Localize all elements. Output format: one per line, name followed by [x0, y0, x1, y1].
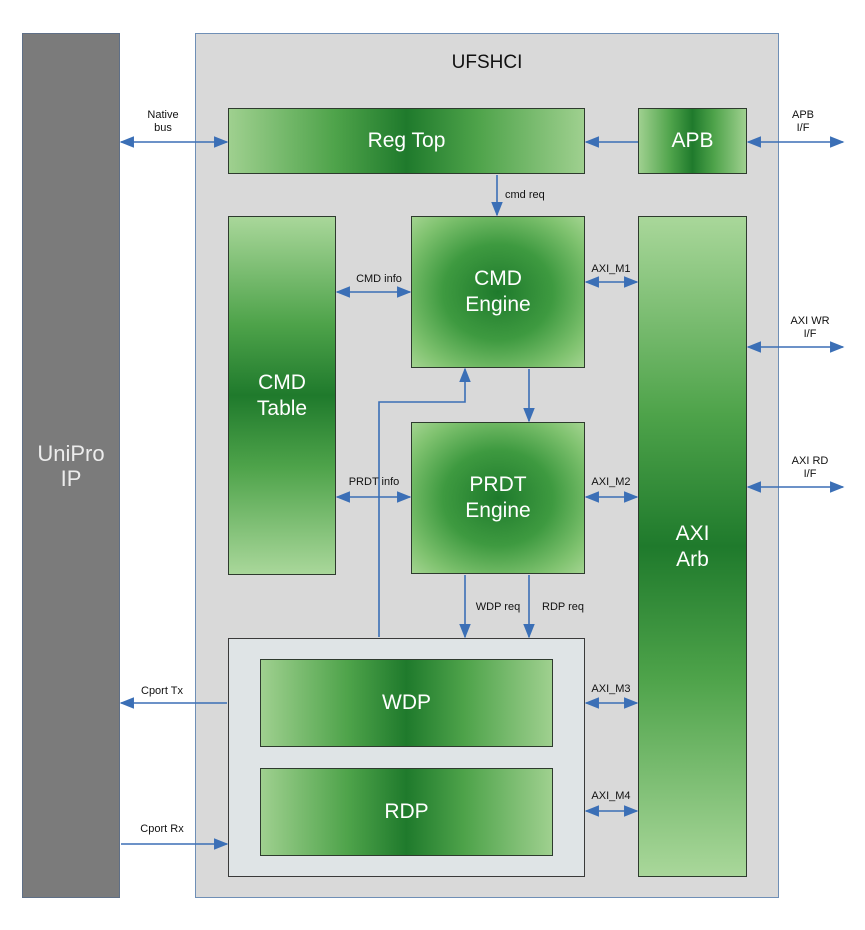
prdt-info-label: PRDT info — [348, 476, 400, 488]
wdp-block: WDP — [260, 659, 553, 747]
axi-wr-if-label: AXI WR I/F — [790, 315, 830, 340]
datapath-to-cmd-wire — [378, 367, 471, 637]
reg-top-block: Reg Top — [228, 108, 585, 174]
axi-m4-label: AXI_M4 — [591, 790, 631, 802]
axi-m3-label: AXI_M3 — [591, 683, 631, 695]
prdt-engine-block: PRDT Engine — [411, 422, 585, 574]
axi-m2-label: AXI_M2 — [591, 476, 631, 488]
cport-rx-label: Cport Rx — [140, 823, 184, 835]
wdp-req-label: WDP req — [475, 601, 521, 613]
cmd-info-label: CMD info — [356, 273, 402, 285]
cport-tx-label: Cport Tx — [141, 685, 183, 697]
cmd-table-block: CMD Table — [228, 216, 336, 575]
native-bus-label: Native bus — [147, 109, 179, 134]
cmd-req-label: cmd req — [505, 189, 545, 201]
ufshci-title: UFSHCI — [451, 52, 523, 73]
unipro-ip-block: UniPro IP — [22, 33, 120, 898]
axi-m1-label: AXI_M1 — [591, 263, 631, 275]
cmd-engine-block: CMD Engine — [411, 216, 585, 368]
apb-block: APB — [638, 108, 747, 174]
axi-rd-if-label: AXI RD I/F — [791, 455, 829, 480]
rdp-req-label: RDP req — [542, 601, 584, 613]
axi-arb-block: AXI Arb — [638, 216, 747, 877]
rdp-block: RDP — [260, 768, 553, 856]
apb-if-label: APB I/F — [791, 109, 814, 134]
